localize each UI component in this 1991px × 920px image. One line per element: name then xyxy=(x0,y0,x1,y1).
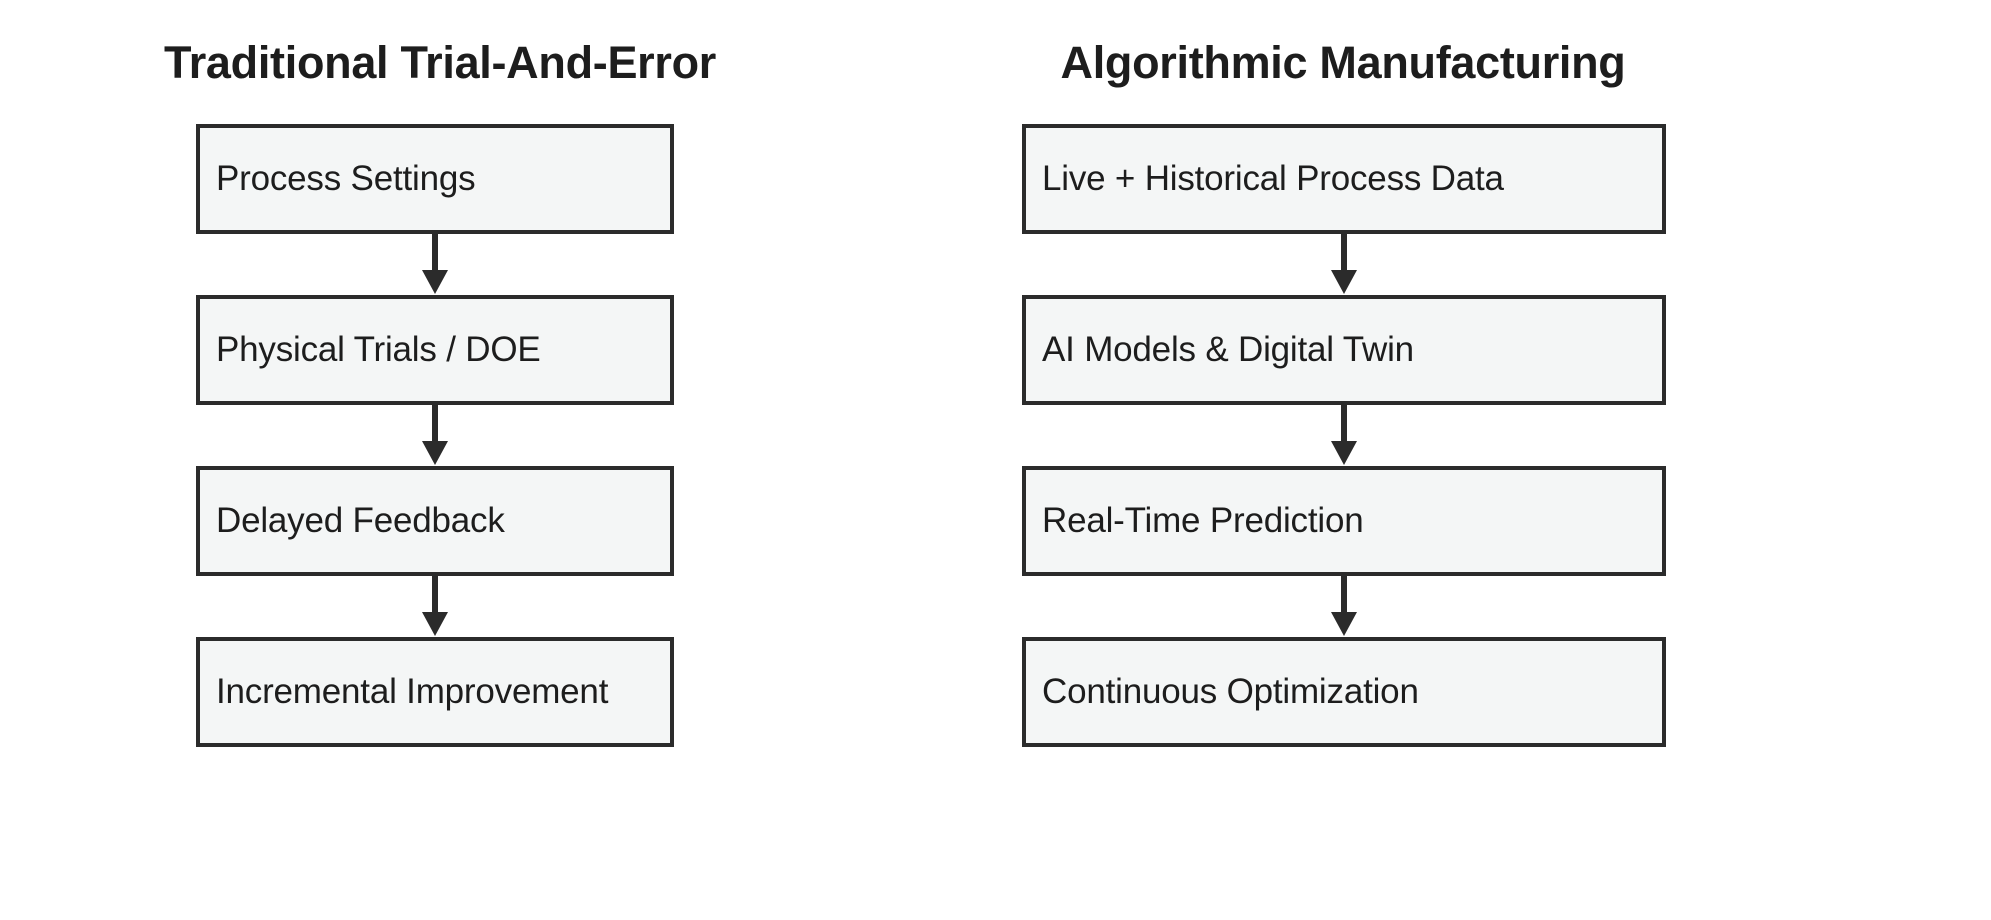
node-label: Real-Time Prediction xyxy=(1042,501,1364,540)
node-label: Incremental Improvement xyxy=(216,672,609,711)
connector-algorithmic-2-3 xyxy=(1327,405,1361,467)
node-algorithmic-3[interactable]: Real-Time Prediction xyxy=(1022,466,1666,576)
node-traditional-1[interactable]: Process Settings xyxy=(196,124,674,234)
node-label: Continuous Optimization xyxy=(1042,672,1419,711)
connector-traditional-3-4 xyxy=(418,576,452,638)
node-algorithmic-1[interactable]: Live + Historical Process Data xyxy=(1022,124,1666,234)
node-traditional-3[interactable]: Delayed Feedback xyxy=(196,466,674,576)
node-label: Physical Trials / DOE xyxy=(216,330,541,369)
node-label: Delayed Feedback xyxy=(216,501,505,540)
connector-algorithmic-1-2 xyxy=(1327,234,1361,296)
connector-traditional-1-2 xyxy=(418,234,452,296)
node-algorithmic-2[interactable]: AI Models & Digital Twin xyxy=(1022,295,1666,405)
node-traditional-4[interactable]: Incremental Improvement xyxy=(196,637,674,747)
connector-traditional-2-3 xyxy=(418,405,452,467)
node-traditional-2[interactable]: Physical Trials / DOE xyxy=(196,295,674,405)
column-title-traditional: Traditional Trial-And-Error xyxy=(164,37,716,88)
connector-algorithmic-3-4 xyxy=(1327,576,1361,638)
node-label: AI Models & Digital Twin xyxy=(1042,330,1414,369)
node-label: Live + Historical Process Data xyxy=(1042,159,1504,198)
node-algorithmic-4[interactable]: Continuous Optimization xyxy=(1022,637,1666,747)
column-title-algorithmic: Algorithmic Manufacturing xyxy=(1060,37,1626,88)
node-label: Process Settings xyxy=(216,159,476,198)
